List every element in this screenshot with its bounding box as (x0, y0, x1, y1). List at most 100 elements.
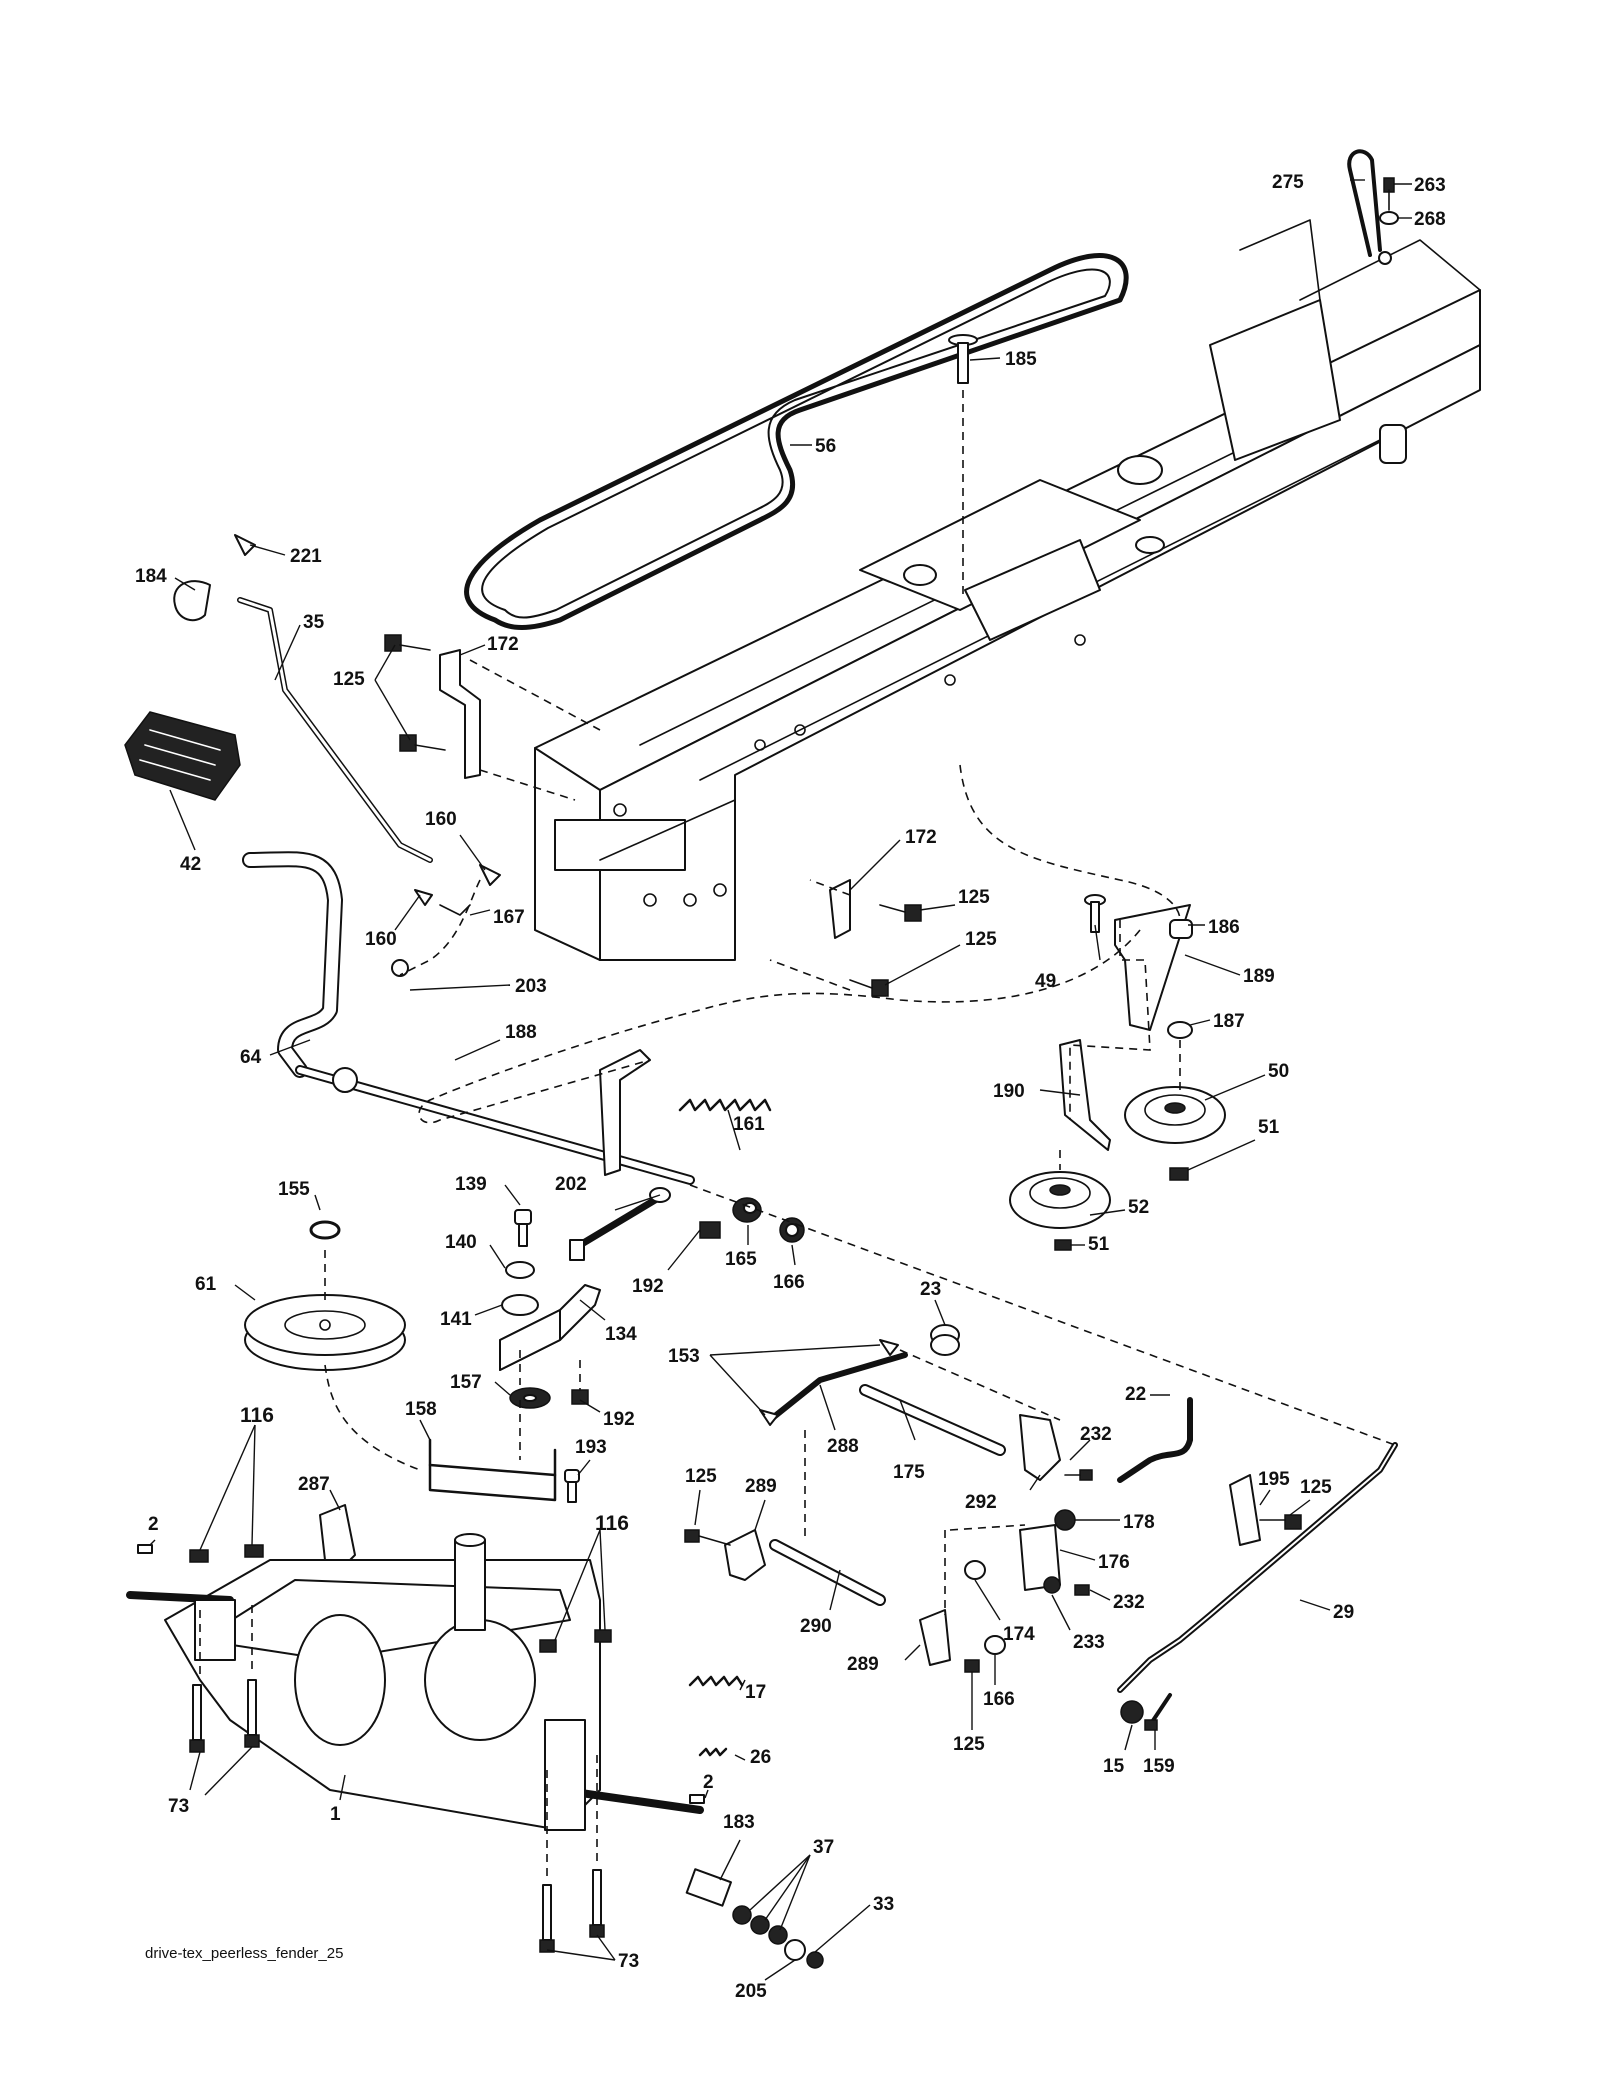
label-125-lower-b: 125 (965, 929, 997, 950)
bracket-172-upper (439, 649, 481, 779)
label-189: 189 (1243, 966, 1275, 987)
bracket-289-lower (919, 1609, 951, 1666)
label-288: 288 (827, 1436, 859, 1457)
label-289-lower: 289 (847, 1654, 879, 1675)
bolt-232-upper (1064, 1469, 1093, 1481)
label-205: 205 (735, 1981, 767, 2002)
label-193: 193 (575, 1437, 607, 1458)
bolt-232-lower (1074, 1584, 1090, 1596)
cross-shaft-64 (242, 851, 695, 1185)
bracket-158 (428, 1438, 557, 1502)
key-2-right (689, 1794, 705, 1804)
spring-161 (678, 1098, 772, 1112)
label-51-lower: 51 (1088, 1234, 1110, 1255)
washer-141 (501, 1294, 539, 1316)
label-35: 35 (303, 612, 325, 633)
bolt-185 (948, 334, 978, 600)
label-155: 155 (278, 1179, 310, 1200)
label-166-lower: 166 (983, 1689, 1015, 1710)
label-174: 174 (1003, 1624, 1035, 1645)
label-232-upper: 232 (1080, 1424, 1112, 1445)
label-134: 134 (605, 1324, 637, 1345)
nuts-116-upper (189, 1544, 264, 1563)
bushing-23 (930, 1324, 960, 1356)
nut-192-upper (699, 1221, 721, 1239)
label-52: 52 (1128, 1197, 1149, 1218)
label-153: 153 (668, 1346, 700, 1367)
label-73-left: 73 (168, 1796, 189, 1817)
rod-22 (1117, 1397, 1193, 1483)
label-17: 17 (745, 1682, 766, 1703)
washer-15 (1120, 1700, 1144, 1724)
label-195: 195 (1258, 1469, 1290, 1490)
washer-157 (509, 1387, 551, 1409)
transaxle-1 (126, 1533, 704, 1831)
label-165: 165 (725, 1249, 757, 1270)
label-125-right: 125 (1300, 1477, 1332, 1498)
arm-202 (569, 1187, 671, 1261)
bracket-190 (1059, 1039, 1111, 1151)
spring-26 (698, 1747, 728, 1757)
label-139: 139 (455, 1174, 487, 1195)
bolt-125-mid (684, 1529, 731, 1546)
drive-belt-56 (464, 253, 1129, 630)
bracket-172-lower (829, 879, 851, 939)
label-22: 22 (1125, 1384, 1146, 1405)
label-178: 178 (1123, 1512, 1155, 1533)
label-141: 141 (440, 1309, 472, 1330)
clip-155 (309, 1220, 341, 1240)
label-160-upper: 160 (425, 809, 457, 830)
label-157: 157 (450, 1372, 482, 1393)
clip-33 (806, 1951, 824, 1969)
label-186: 186 (1208, 917, 1240, 938)
label-51-upper: 51 (1258, 1117, 1280, 1138)
bolt-125-lower (964, 1659, 980, 1673)
label-73-bottom: 73 (618, 1951, 639, 1972)
assembly-guide-lines (199, 659, 1396, 1880)
bolt-193 (564, 1469, 580, 1503)
washer-205 (784, 1939, 806, 1961)
bolts-125-upper (384, 634, 446, 752)
label-176: 176 (1098, 1552, 1130, 1573)
label-33: 33 (873, 1894, 894, 1915)
label-275: 275 (1272, 172, 1304, 193)
label-263: 263 (1414, 175, 1446, 196)
leader-lines (149, 179, 1412, 1981)
bolt-139 (514, 1209, 532, 1247)
label-64: 64 (240, 1047, 262, 1068)
label-42: 42 (180, 854, 201, 875)
label-159: 159 (1143, 1756, 1175, 1777)
bolt-159 (1144, 1693, 1172, 1731)
washer-268 (1379, 211, 1399, 225)
brake-rod-35 (237, 597, 433, 863)
label-175: 175 (893, 1462, 925, 1483)
bolts-73-left (189, 1679, 260, 1753)
bolt-49 (1084, 894, 1106, 933)
label-166-upper: 166 (773, 1272, 805, 1293)
label-161: 161 (733, 1114, 765, 1135)
link-288 (767, 1352, 908, 1423)
bushing-165 (732, 1197, 762, 1223)
diagram-caption: drive-tex_peerless_fender_25 (145, 1945, 343, 1962)
nut-51-upper (1169, 1167, 1189, 1181)
bracket-287 (319, 1504, 356, 1566)
clips-160-167 (391, 864, 501, 977)
washer-166-upper (779, 1217, 805, 1243)
shaft-290 (769, 1539, 886, 1606)
label-233: 233 (1073, 1632, 1105, 1653)
label-221: 221 (290, 546, 322, 567)
label-268: 268 (1414, 209, 1446, 230)
label-188: 188 (505, 1022, 537, 1043)
label-185: 185 (1005, 349, 1037, 370)
clip-221 (234, 534, 256, 556)
bracket-289-upper (724, 1529, 766, 1581)
label-160-lower: 160 (365, 929, 397, 950)
label-23: 23 (920, 1279, 941, 1300)
label-172-upper: 172 (487, 634, 519, 655)
label-15: 15 (1103, 1756, 1125, 1777)
label-29: 29 (1333, 1602, 1354, 1623)
label-37: 37 (813, 1837, 834, 1858)
label-26: 26 (750, 1747, 771, 1768)
bracket-134 (499, 1284, 601, 1371)
